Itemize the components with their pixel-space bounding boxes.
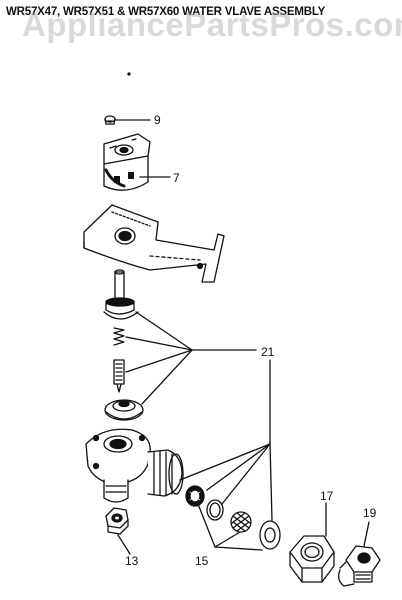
washer-part: [259, 520, 281, 550]
valve-body-part: [85, 428, 184, 503]
callout-9: 9: [154, 113, 161, 127]
callout-13: 13: [125, 554, 139, 568]
screw-part: [104, 115, 151, 125]
callout-17: 17: [320, 489, 334, 503]
small-nut-part: [105, 507, 131, 555]
callout-15: 15: [195, 554, 209, 568]
spring-part: [113, 327, 125, 346]
fine-screen-part: [185, 485, 205, 507]
retaining-ring-part: [206, 499, 224, 521]
callout-21-leaders: [125, 311, 257, 405]
callout-7: 7: [173, 171, 180, 185]
callout-21-leaders-lower: [179, 359, 273, 521]
bracket-part: [83, 204, 225, 283]
callout-21: 21: [261, 345, 275, 359]
mesh-screen-part: [230, 511, 252, 533]
plunger-part: [103, 269, 139, 320]
watermark: AppliancePartsPros.com: [22, 6, 402, 43]
callout-19: 19: [363, 506, 377, 520]
elbow-fitting-part: [338, 521, 381, 587]
callout-15-leaders: [197, 503, 263, 551]
diaphragm-part: [104, 399, 144, 421]
coil-part: [103, 133, 171, 191]
diagram-title: WR57X47, WR57X51 & WR57X60 WATER VLAVE A…: [6, 6, 326, 18]
large-nut-part: [289, 502, 335, 583]
pin-part: [113, 359, 125, 393]
